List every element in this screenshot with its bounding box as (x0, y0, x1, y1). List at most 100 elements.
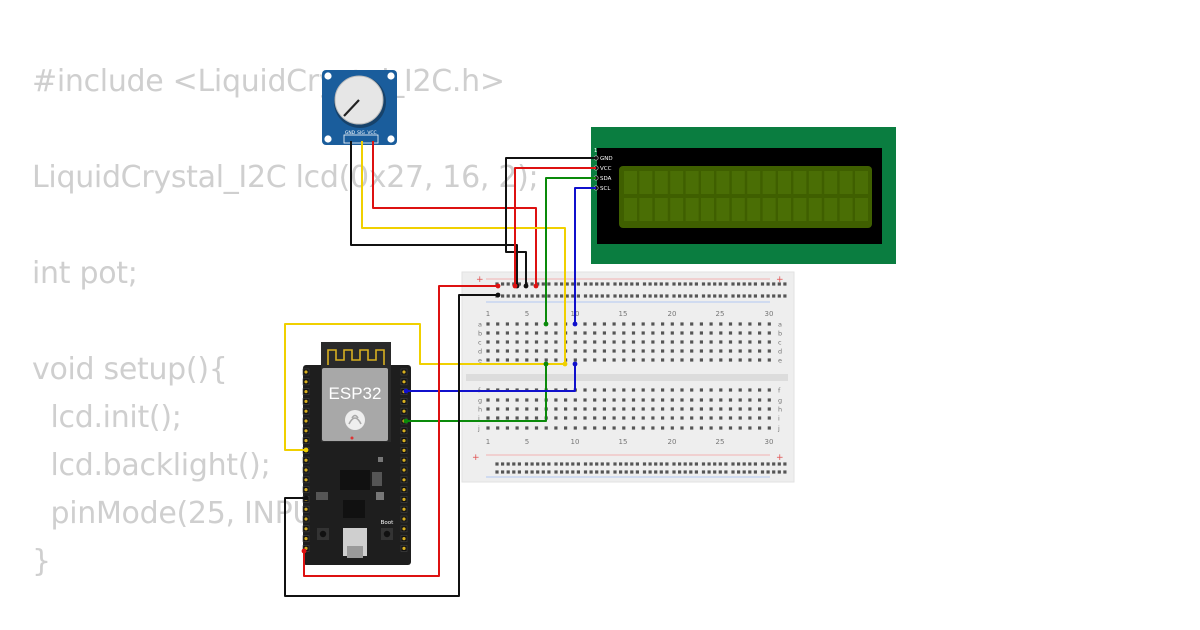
breadboard-hole[interactable] (534, 416, 539, 420)
breadboard-hole[interactable] (612, 398, 616, 402)
rail-hole[interactable] (742, 294, 746, 298)
rail-hole[interactable] (589, 294, 593, 298)
breadboard-hole[interactable] (680, 340, 684, 344)
rail-hole[interactable] (713, 462, 717, 466)
rail-hole[interactable] (783, 294, 787, 298)
breadboard-hole[interactable] (661, 349, 665, 353)
breadboard-hole[interactable] (544, 358, 548, 362)
rail-hole[interactable] (635, 470, 639, 474)
wire-signal-esp32[interactable] (284, 323, 565, 451)
breadboard-hole[interactable] (496, 322, 500, 326)
rail-hole[interactable] (619, 470, 623, 474)
breadboard-hole[interactable] (709, 322, 713, 326)
breadboard-hole[interactable] (612, 358, 616, 362)
rail-hole[interactable] (760, 282, 765, 286)
rail-hole[interactable] (560, 470, 564, 474)
breadboard-hole[interactable] (709, 398, 713, 402)
breadboard-hole[interactable] (544, 349, 548, 353)
breadboard-hole[interactable] (690, 426, 694, 430)
breadboard-hole[interactable] (651, 416, 655, 420)
rail-hole[interactable] (524, 294, 529, 298)
breadboard-hole[interactable] (767, 340, 771, 344)
rail-hole[interactable] (606, 470, 610, 474)
breadboard-hole[interactable] (631, 407, 636, 411)
breadboard-hole[interactable] (699, 407, 703, 411)
breadboard-hole[interactable] (593, 358, 597, 362)
rail-hole[interactable] (783, 462, 787, 466)
rail-hole[interactable] (512, 470, 516, 474)
rail-hole[interactable] (672, 470, 676, 474)
breadboard-hole[interactable] (699, 349, 703, 353)
breadboard-hole[interactable] (612, 407, 616, 411)
breadboard-hole[interactable] (622, 358, 626, 362)
rail-hole[interactable] (678, 470, 682, 474)
breadboard-hole[interactable] (748, 358, 752, 362)
rail-hole[interactable] (517, 282, 521, 286)
breadboard-hole[interactable] (738, 398, 742, 402)
breadboard-hole[interactable] (670, 398, 674, 402)
breadboard-hole[interactable] (758, 340, 762, 344)
breadboard-hole[interactable] (719, 388, 723, 392)
breadboard-hole[interactable] (505, 407, 509, 411)
breadboard-hole[interactable] (573, 358, 577, 362)
breadboard-hole[interactable] (593, 340, 597, 344)
breadboard-hole[interactable] (680, 416, 684, 420)
wire-sda-esp32[interactable] (406, 364, 547, 422)
wire-lcd-scl[interactable] (574, 187, 596, 324)
rail-hole[interactable] (583, 462, 588, 466)
rail-hole[interactable] (748, 462, 752, 466)
breadboard-hole[interactable] (738, 340, 742, 344)
rail-hole[interactable] (689, 462, 693, 466)
wire-pot-gnd[interactable] (350, 141, 518, 286)
breadboard-hole[interactable] (583, 388, 587, 392)
rail-hole[interactable] (524, 470, 529, 474)
breadboard-hole[interactable] (709, 349, 713, 353)
rail-hole[interactable] (672, 294, 676, 298)
breadboard-hole[interactable] (767, 349, 771, 353)
breadboard-hole[interactable] (515, 358, 519, 362)
breadboard-hole[interactable] (593, 398, 597, 402)
breadboard-hole[interactable] (496, 349, 500, 353)
breadboard-hole[interactable] (699, 340, 703, 344)
rail-hole[interactable] (624, 462, 628, 466)
breadboard-hole[interactable] (593, 388, 597, 392)
rail-hole[interactable] (554, 470, 558, 474)
breadboard-hole[interactable] (767, 398, 771, 402)
rail-hole[interactable] (701, 462, 706, 466)
rail-hole[interactable] (541, 294, 545, 298)
rail-hole[interactable] (724, 282, 728, 286)
breadboard-hole[interactable] (709, 358, 713, 362)
rail-hole[interactable] (595, 470, 599, 474)
breadboard-hole[interactable] (525, 358, 529, 362)
rail-hole[interactable] (701, 294, 706, 298)
breadboard-hole[interactable] (496, 407, 500, 411)
rail-hole[interactable] (766, 282, 770, 286)
breadboard-hole[interactable] (728, 388, 733, 392)
breadboard-hole[interactable] (670, 426, 674, 430)
rail-hole[interactable] (560, 282, 564, 286)
rail-hole[interactable] (731, 462, 735, 466)
breadboard-hole[interactable] (612, 331, 616, 335)
rail-hole[interactable] (536, 462, 540, 466)
breadboard-hole[interactable] (554, 416, 558, 420)
breadboard-hole[interactable] (709, 340, 713, 344)
rail-hole[interactable] (547, 282, 551, 286)
rail-hole[interactable] (777, 462, 781, 466)
rail-hole[interactable] (694, 282, 698, 286)
rail-hole[interactable] (753, 282, 757, 286)
breadboard-hole[interactable] (602, 331, 606, 335)
rail-hole[interactable] (624, 282, 628, 286)
rail-hole[interactable] (701, 470, 706, 474)
breadboard-hole[interactable] (767, 322, 771, 326)
rail-hole[interactable] (665, 294, 669, 298)
rail-hole[interactable] (600, 294, 604, 298)
rail-hole[interactable] (665, 462, 669, 466)
breadboard-hole[interactable] (573, 331, 577, 335)
breadboard-hole[interactable] (622, 416, 626, 420)
rail-hole[interactable] (541, 462, 545, 466)
rail-hole[interactable] (595, 294, 599, 298)
breadboard-hole[interactable] (680, 358, 684, 362)
breadboard-hole[interactable] (690, 407, 694, 411)
breadboard-hole[interactable] (554, 340, 558, 344)
breadboard-hole[interactable] (554, 398, 558, 402)
